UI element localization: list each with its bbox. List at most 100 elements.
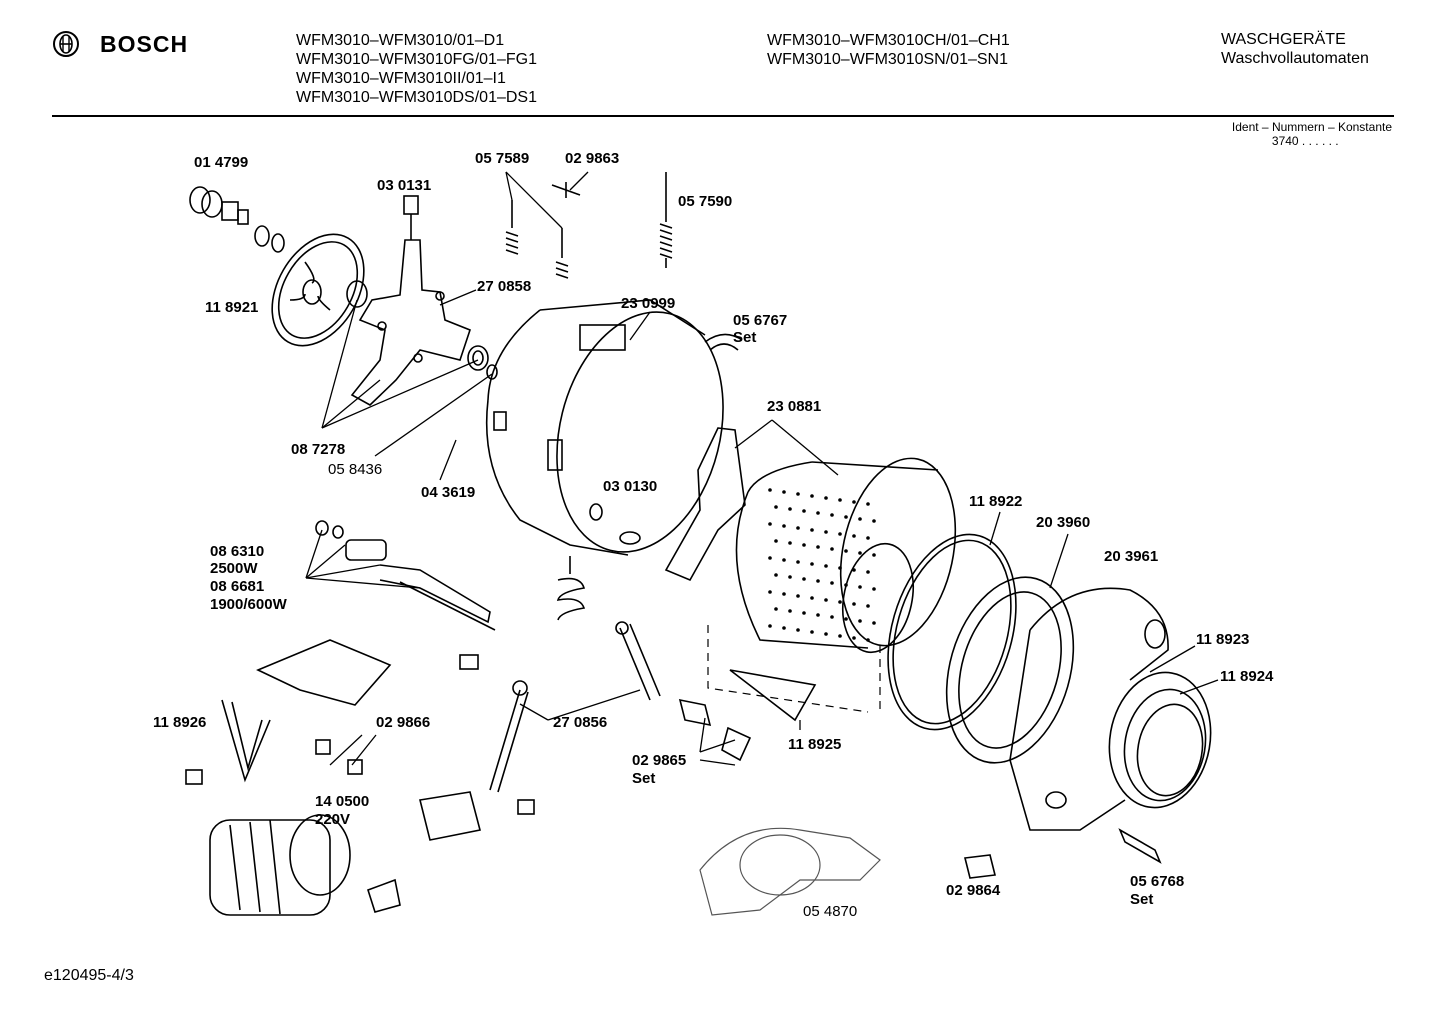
leader-lines bbox=[305, 171, 1219, 766]
perforation-hole bbox=[852, 602, 856, 606]
perforation-hole bbox=[824, 496, 828, 500]
bearing-part bbox=[467, 345, 498, 380]
gasket-ring-part bbox=[887, 533, 1075, 764]
brand: BOSCH bbox=[52, 30, 188, 58]
clamp-part bbox=[704, 333, 743, 351]
bosch-logo-icon bbox=[53, 31, 79, 57]
label-2500w: 2500W bbox=[210, 560, 258, 577]
perforation-hole bbox=[852, 568, 856, 572]
label-118925: 11 8925 bbox=[788, 736, 841, 753]
perforation-hole bbox=[768, 556, 772, 560]
label-230999: 23 0999 bbox=[621, 295, 675, 312]
perforation-hole bbox=[816, 511, 820, 515]
label-086310: 08 6310 bbox=[210, 543, 264, 560]
perforation-hole bbox=[838, 532, 842, 536]
front-tub-part bbox=[1009, 587, 1169, 831]
tub-spring-part bbox=[556, 556, 586, 621]
perforation-hole bbox=[872, 519, 876, 523]
perforation-hole bbox=[788, 575, 792, 579]
label-1900w: 1900/600W bbox=[210, 596, 288, 613]
subcategory: Waschvollautomaten bbox=[1221, 50, 1369, 67]
perforation-hole bbox=[838, 600, 842, 604]
perforation-hole bbox=[866, 502, 870, 506]
perforation-hole bbox=[796, 492, 800, 496]
perforation-hole bbox=[830, 513, 834, 517]
perforation-hole bbox=[810, 494, 814, 498]
drum-flange-part bbox=[664, 427, 746, 582]
label-086681: 08 6681 bbox=[210, 578, 264, 595]
perforation-hole bbox=[844, 515, 848, 519]
perforation-hole bbox=[768, 590, 772, 594]
model-line: WFM3010–WFM3010SN/01–SN1 bbox=[767, 51, 1008, 68]
perforation-hole bbox=[768, 488, 772, 492]
label-029865: 02 9865 bbox=[632, 752, 686, 769]
header-rule bbox=[52, 115, 1394, 117]
label-118922: 11 8922 bbox=[969, 493, 1022, 510]
label-220v: 220V bbox=[315, 811, 350, 828]
ident-label: Ident – Nummern – Konstante bbox=[1231, 120, 1392, 134]
label-056767: 05 6767 bbox=[733, 312, 787, 329]
document-id: e120495-4/3 bbox=[44, 967, 134, 984]
label-058436: 05 8436 bbox=[328, 461, 382, 478]
clip-part bbox=[551, 182, 581, 198]
perforation-hole bbox=[830, 581, 834, 585]
perforation-hole bbox=[872, 587, 876, 591]
perforation-hole bbox=[782, 524, 786, 528]
motor-part bbox=[209, 814, 351, 916]
motor-bracket-part bbox=[699, 827, 881, 916]
perforation-hole bbox=[866, 536, 870, 540]
perforation-hole bbox=[796, 594, 800, 598]
drum-perforation bbox=[768, 488, 876, 642]
cross-bracket-part bbox=[350, 195, 471, 406]
model-line: WFM3010–WFM3010CH/01–CH1 bbox=[767, 32, 1010, 49]
perforation-hole bbox=[844, 583, 848, 587]
perforation-hole bbox=[858, 551, 862, 555]
models-column-1: WFM3010–WFM3010/01–D1 WFM3010–WFM3010FG/… bbox=[296, 31, 537, 107]
perforation-hole bbox=[774, 539, 778, 543]
bushing-part bbox=[189, 186, 285, 253]
perforation-hole bbox=[852, 636, 856, 640]
perforation-hole bbox=[788, 541, 792, 545]
perforation-hole bbox=[838, 634, 842, 638]
perforation-hole bbox=[824, 632, 828, 636]
label-030130: 03 0130 bbox=[603, 478, 657, 495]
perforation-hole bbox=[782, 490, 786, 494]
perforation-hole bbox=[768, 522, 772, 526]
perforation-hole bbox=[768, 624, 772, 628]
label-230881: 23 0881 bbox=[767, 398, 821, 415]
category-block: WASCHGERÄTE Waschvollautomaten bbox=[1221, 30, 1369, 68]
bolt-part bbox=[185, 654, 1162, 913]
spring-part bbox=[505, 172, 673, 279]
door-collar-part bbox=[1108, 671, 1212, 809]
category: WASCHGERÄTE bbox=[1221, 31, 1346, 48]
perforation-hole bbox=[810, 596, 814, 600]
label-056768-set: Set bbox=[1130, 891, 1153, 908]
label-057590: 05 7590 bbox=[678, 193, 732, 210]
perforation-hole bbox=[810, 528, 814, 532]
perforation-hole bbox=[858, 619, 862, 623]
perforation-hole bbox=[838, 566, 842, 570]
guide-lines bbox=[707, 625, 881, 713]
part-number-labels: 01 4799 03 0131 05 7589 02 9863 05 7590 … bbox=[153, 150, 1274, 920]
perforation-hole bbox=[844, 549, 848, 553]
perforation-hole bbox=[858, 517, 862, 521]
model-line: WFM3010–WFM3010/01–D1 bbox=[296, 32, 505, 49]
perforation-hole bbox=[782, 558, 786, 562]
label-118926: 11 8926 bbox=[153, 714, 206, 731]
label-118924: 11 8924 bbox=[1220, 668, 1274, 685]
perforation-hole bbox=[810, 562, 814, 566]
label-029865-set: Set bbox=[632, 770, 655, 787]
perforation-hole bbox=[802, 509, 806, 513]
drive-belt-part bbox=[221, 699, 271, 783]
mounting-plate-part bbox=[256, 639, 392, 706]
perforation-hole bbox=[872, 553, 876, 557]
ident-value: 3740 . . . . . . bbox=[1271, 134, 1339, 148]
perforation-hole bbox=[824, 598, 828, 602]
perforation-hole bbox=[788, 507, 792, 511]
label-056768: 05 6768 bbox=[1130, 873, 1184, 890]
ident-block: Ident – Nummern – Konstante 3740 . . . .… bbox=[1232, 120, 1392, 148]
perforation-hole bbox=[824, 564, 828, 568]
perforation-hole bbox=[852, 534, 856, 538]
perforation-hole bbox=[830, 615, 834, 619]
perforation-hole bbox=[830, 547, 834, 551]
